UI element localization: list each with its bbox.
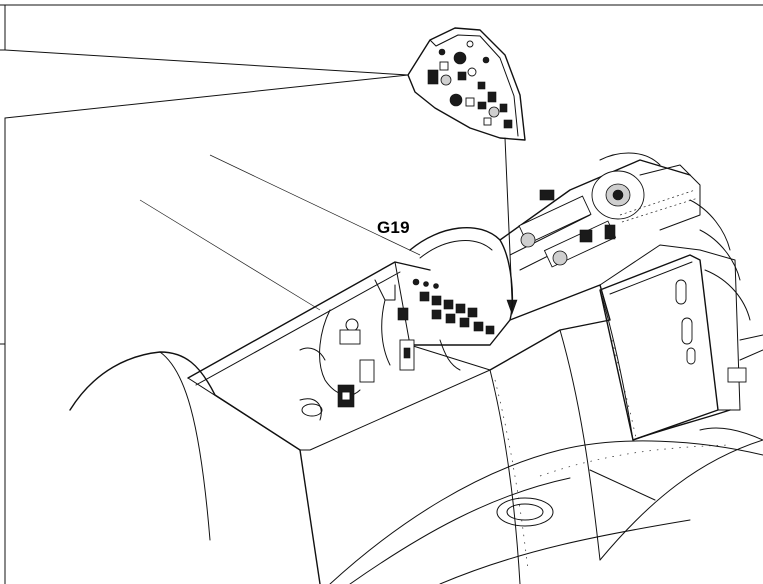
cockpit-interior [299,279,461,421]
engine-machinery [499,152,763,441]
step-frame [0,4,763,584]
part-label-g19: G19 [377,218,410,237]
cockpit-frame [187,227,741,441]
installed-instrument-panel [412,278,495,335]
reference-lines [139,154,421,311]
instrument-panel-part [407,27,526,315]
fuselage-skin [69,289,763,584]
